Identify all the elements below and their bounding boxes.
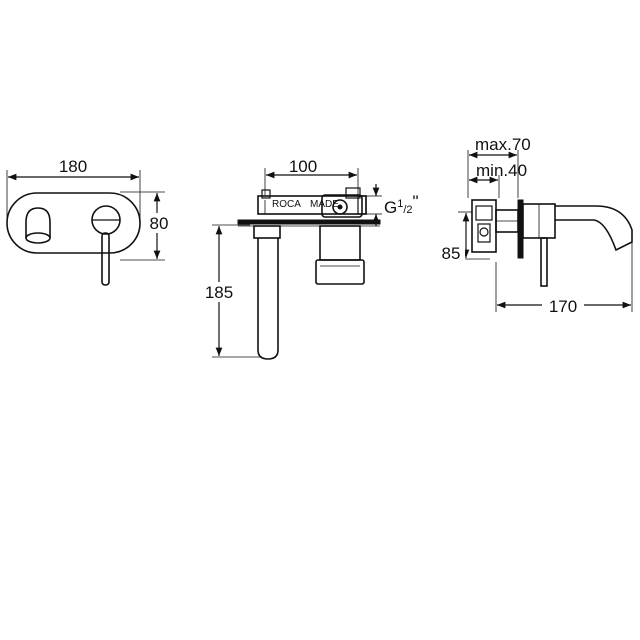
- profile-spout: [555, 205, 633, 252]
- profile-height-label: 85: [442, 244, 461, 263]
- profile-lever-handle: [540, 237, 548, 287]
- profile-reach-label: 170: [549, 297, 577, 316]
- side-drop-label: 185: [205, 283, 233, 302]
- side-spout-collar: [253, 225, 281, 239]
- side-wall-plate: [237, 219, 381, 225]
- side-cartridge-port: [332, 199, 348, 215]
- profile-min-label: min.40: [476, 161, 527, 180]
- front-lever-handle: [101, 232, 110, 286]
- side-spout-tube: [257, 238, 279, 360]
- front-view: 180 80: [6, 157, 172, 286]
- thread-slash: /: [403, 204, 407, 216]
- thread-num: 1: [397, 198, 403, 210]
- side-body-marking-1: ROCA: [272, 199, 301, 210]
- profile-view: max.70 min.40 85 170: [437, 135, 633, 316]
- thread-suffix: ": [413, 192, 419, 211]
- profile-body-cartridge: [475, 205, 493, 221]
- profile-max-label: max.70: [475, 135, 531, 154]
- profile-body-inlet: [477, 223, 491, 243]
- front-cover-plate: [6, 192, 141, 254]
- side-drop-label-bg: [198, 282, 238, 302]
- front-spout-outlet: [25, 232, 51, 244]
- front-height-label: 80: [150, 214, 169, 233]
- profile-height-label-bg: [437, 243, 465, 263]
- thread-label: G1/2": [384, 192, 419, 217]
- side-body-marking-2: MADE: [310, 199, 339, 210]
- side-cartridge-base: [315, 259, 365, 285]
- side-cartridge-head: [321, 194, 363, 218]
- thread-den: 2: [406, 204, 412, 216]
- side-cartridge-body: [319, 225, 361, 261]
- side-inlet-nut: [357, 195, 367, 215]
- thread-prefix: G: [384, 198, 397, 217]
- side-body-top-nub: [261, 189, 271, 199]
- front-spout-outline: [25, 207, 51, 238]
- front-width-label: 180: [59, 157, 87, 176]
- side-cartridge-cap: [345, 187, 361, 199]
- side-view: 100 185 ROCA MADE G1/2": [198, 157, 419, 360]
- profile-reach-label-bg: [542, 294, 584, 314]
- profile-body-port: [479, 227, 489, 237]
- side-cartridge-port-center: [337, 204, 343, 210]
- side-depth-label: 100: [289, 157, 317, 176]
- front-height-label-bg: [146, 213, 172, 233]
